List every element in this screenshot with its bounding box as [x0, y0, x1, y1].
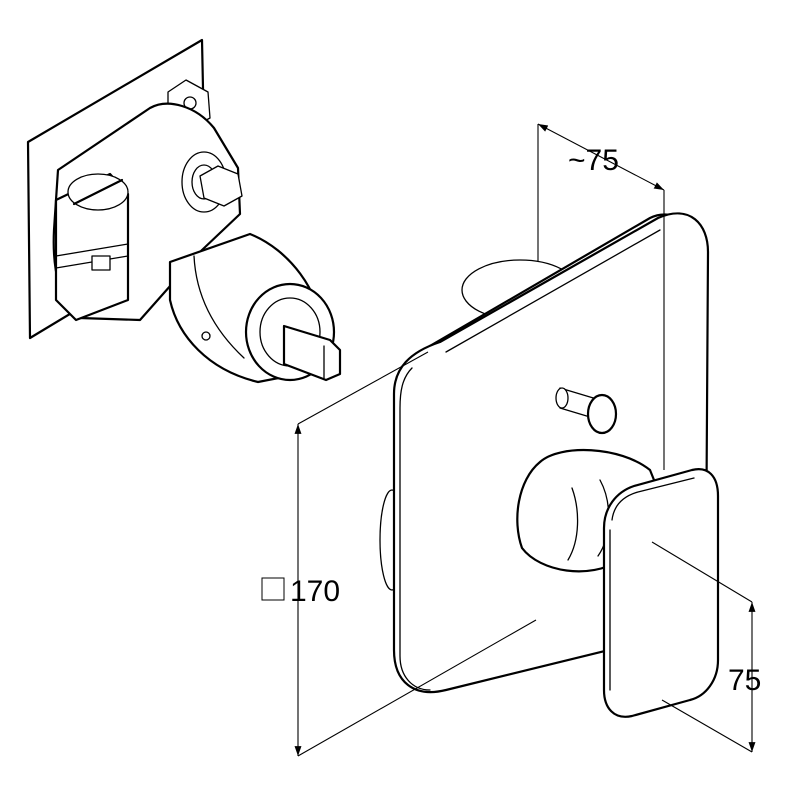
plate-size-label: 170	[290, 575, 340, 608]
left-connector	[54, 172, 130, 322]
cover-plate-edge	[399, 367, 431, 691]
hex-fitting	[199, 165, 243, 207]
projection-label: ~75	[568, 144, 619, 177]
lever-size-label: 75	[728, 664, 761, 697]
cover-plate-inner-edge	[445, 229, 661, 353]
plate-extension-top	[297, 351, 429, 425]
diverter-stem-end	[555, 387, 569, 409]
left-connector-clip	[91, 255, 111, 271]
diverter-knob	[586, 393, 618, 435]
lever-hub-ring	[567, 487, 579, 561]
concealed-valve-body	[26, 38, 342, 384]
dimension-lines	[294, 123, 756, 757]
cartridge-screw	[201, 331, 211, 341]
spindle	[282, 324, 342, 382]
square-icon	[261, 577, 285, 601]
lever-extension-top	[651, 541, 753, 603]
lever-handle	[602, 468, 720, 718]
trim-plate-assembly	[379, 212, 720, 718]
plate-extension-bottom	[297, 619, 537, 757]
cartridge-ring	[193, 255, 245, 359]
left-connector-slot	[72, 178, 124, 206]
projection-dimension-line	[537, 123, 665, 191]
lever-extension-bottom	[661, 699, 753, 753]
lever-handle-bevel	[611, 477, 695, 521]
dimension-labels: ~75 170 75	[261, 144, 761, 697]
